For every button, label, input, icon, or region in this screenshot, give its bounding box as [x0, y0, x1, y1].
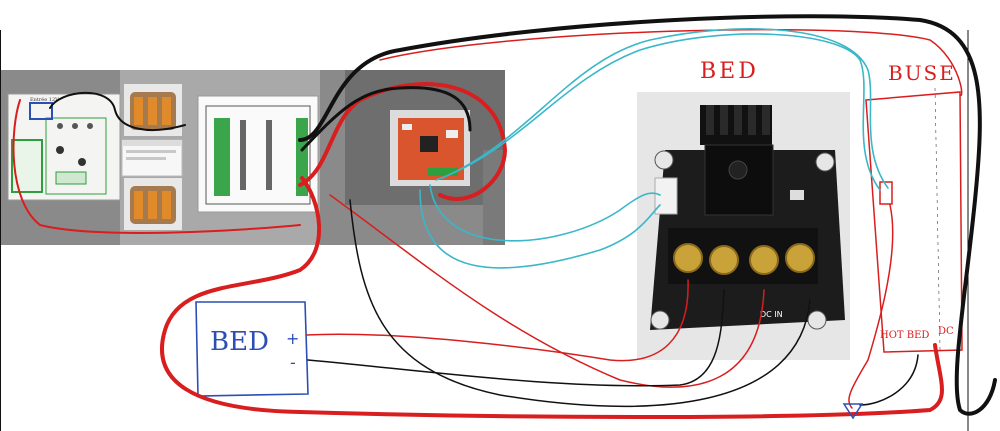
controller-board [390, 110, 470, 186]
red-wire-controller-loop [298, 82, 508, 201]
snippet-row [126, 157, 166, 160]
mosfet-mount-hole [650, 310, 670, 330]
wago-lever [134, 191, 143, 219]
screw-terminal [709, 245, 739, 275]
bed-box-minus: - [290, 353, 296, 372]
dc-in-label: DC IN [760, 310, 783, 319]
cyan-wires [419, 28, 889, 269]
buse-title-label: BUSE [888, 61, 956, 85]
bed-box-outline [195, 301, 309, 397]
psu-component [87, 123, 93, 129]
screw-terminal [785, 243, 815, 273]
heatsink-fin [720, 105, 728, 135]
snippet-titlebar [122, 140, 182, 146]
mosfet-mount-hole [807, 310, 827, 330]
breakout-terminal-left [214, 118, 230, 196]
power-supply-board: Entrée 12V [7, 93, 121, 201]
mosfet-mount-hole [654, 150, 674, 170]
wago-lever [148, 191, 157, 219]
cyan-wire-buse-b [441, 28, 889, 189]
psu-component [78, 158, 86, 166]
cyan-wire-signal-b [419, 189, 661, 269]
controller-chip [420, 136, 438, 152]
mosfet-signal-connector [654, 177, 678, 215]
screw-terminal [673, 243, 703, 273]
cyan-wire-buse-a [435, 33, 881, 191]
breakout-header [240, 120, 246, 190]
dc-label: DC [938, 326, 954, 337]
snippet-row [126, 150, 176, 153]
buse-outline [865, 91, 963, 353]
black-wire-bed-minus [307, 289, 725, 387]
mosfet-module: DC IN [637, 92, 850, 360]
red-wire-dc-in-plus [329, 194, 765, 388]
black-wire-controller [300, 86, 472, 152]
breakout-header [266, 120, 272, 190]
psu-component [56, 146, 64, 154]
wago-lever [134, 97, 143, 125]
heatsink-fin [706, 105, 714, 135]
mosfet-mount-screw [728, 160, 748, 180]
buse-module [865, 87, 963, 353]
psu-component [72, 123, 78, 129]
red-wire-buse-hotbed [848, 204, 894, 409]
red-wire-bed-plus [305, 279, 689, 362]
black-wires [49, 14, 997, 416]
psu-component [55, 171, 87, 185]
buse-connector-box [879, 181, 893, 205]
bed-box-label: BED [210, 327, 269, 357]
black-wire-psu-wago [49, 91, 186, 131]
software-screenshot-snippet [121, 139, 183, 177]
psu-input-highlight [29, 102, 53, 120]
mosfet-mount-hole [815, 152, 835, 172]
psu-component [57, 123, 63, 129]
heatsink-fin [734, 105, 742, 135]
black-wire-buse-gnd [859, 354, 919, 406]
screw-terminal [749, 245, 779, 275]
mosfet-led [790, 190, 804, 200]
black-wire-dc-in-minus [349, 199, 811, 408]
psu-input-label: Entrée 12V [30, 96, 59, 103]
black-wire-main-loop [298, 14, 997, 416]
bed-box-plus: + [286, 329, 299, 348]
cyan-wire-signal-a [429, 184, 661, 242]
psu-component-area [45, 117, 107, 195]
breakout-board [197, 95, 319, 213]
bed-title-label: BED [700, 59, 759, 84]
controller-terminal [428, 168, 458, 176]
heatsink-fin [748, 105, 756, 135]
wago-lever [162, 97, 171, 125]
hot-bed-label: HOT BED [880, 330, 929, 341]
heatsink-fin [762, 105, 770, 135]
wago-lever [162, 191, 171, 219]
mosfet-transistor [704, 144, 774, 216]
bed-box: BED + - [195, 301, 309, 397]
controller-connector [402, 124, 412, 130]
wago-lever [148, 97, 157, 125]
red-wire-psu-loop [12, 99, 301, 234]
ground-arrow-icon [842, 403, 864, 420]
controller-connector [446, 130, 458, 138]
breakout-board-pcb [205, 105, 311, 205]
red-wire-main-return [159, 176, 944, 419]
buse-inner-line [934, 87, 941, 351]
red-wires [12, 28, 963, 419]
red-wire-top-arc [379, 28, 963, 96]
wago-connector-bottom [124, 178, 182, 230]
